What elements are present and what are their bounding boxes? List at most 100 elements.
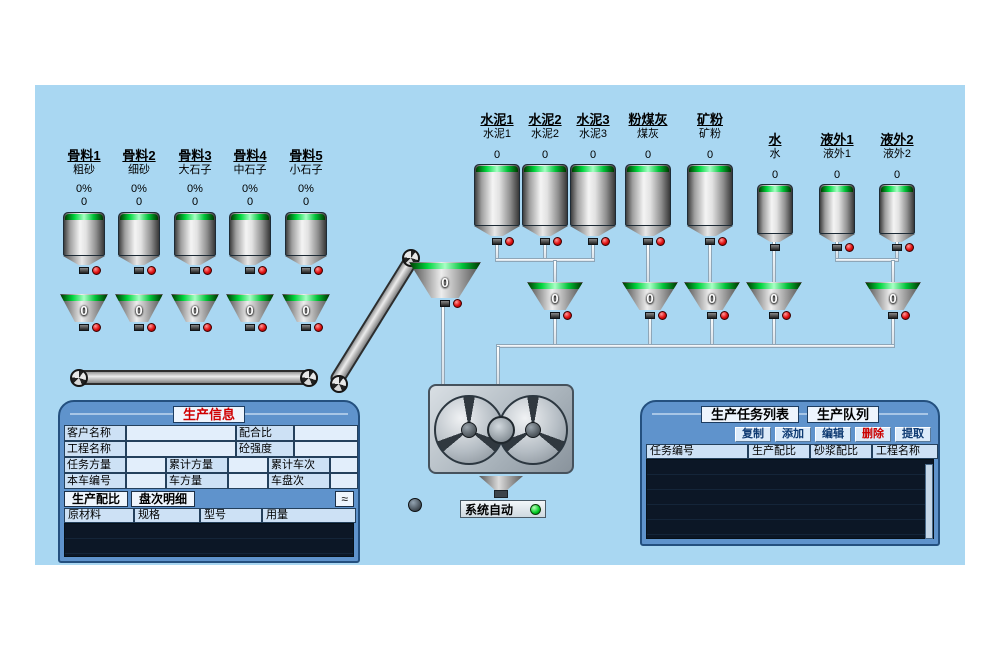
moisture-readout: 0% [76, 183, 92, 195]
silo-discharge [175, 265, 215, 276]
field-label: 本车编号 [64, 473, 126, 489]
hopper-top-band [283, 295, 329, 301]
mixer [428, 384, 574, 474]
pipe-cement-feed [553, 260, 557, 284]
aggregate-weigh-hopper: 0 [409, 262, 481, 309]
conveyor-roller-left [70, 369, 88, 387]
hopper-discharge [175, 322, 215, 333]
valve-indicator [718, 237, 727, 246]
material-table-body [64, 523, 354, 557]
outlet-gate [707, 312, 717, 319]
column-header: 用量 [262, 508, 356, 523]
task-list-panel: 生产任务列表 生产队列 复制 添加 编辑 删除 提取 任务编号 生产配比 砂浆配… [640, 400, 940, 546]
silo-graphic [118, 212, 160, 256]
silo-title: 骨料2 [122, 148, 156, 163]
field-label: 砼强度 [236, 441, 294, 457]
silo-weight-readout: 0 [771, 169, 779, 181]
outlet-gate [245, 324, 255, 331]
pipe-admix-feed [891, 260, 895, 284]
field-label: 任务方量 [64, 457, 126, 473]
extract-button[interactable]: 提取 [895, 427, 931, 442]
tab-task-list[interactable]: 生产任务列表 [700, 406, 799, 423]
aggregate-unit-4: 骨料4 中石子 0% 0 [222, 148, 278, 276]
silo-cone [174, 256, 216, 265]
hopper-top-band [623, 283, 677, 289]
hopper-graphic: 0 [60, 294, 108, 322]
column-header: 原材料 [64, 508, 134, 523]
tab-batch-detail[interactable]: 盘次明细 [131, 490, 196, 507]
field-value [126, 425, 236, 441]
hopper-weight: 0 [770, 290, 778, 306]
mixer-discharge-gate [494, 490, 508, 498]
silo-discharge [877, 242, 917, 253]
outlet-gate [645, 312, 655, 319]
tab-production-queue[interactable]: 生产队列 [807, 406, 880, 423]
scrollbar[interactable] [925, 464, 933, 539]
silo-graphic [625, 164, 671, 226]
silo-weight-readout: 0 [80, 196, 88, 208]
system-mode-indicator[interactable]: 系统自动 [460, 500, 546, 518]
outlet-gate [832, 244, 842, 251]
silo-level-band [689, 166, 731, 172]
silo-level-band [821, 186, 853, 192]
copy-button[interactable]: 复制 [735, 427, 771, 442]
field-value [330, 457, 358, 473]
hopper-graphic: 0 [746, 282, 802, 310]
silo-discharge [525, 236, 565, 247]
hopper-discharge [286, 322, 326, 333]
silo-graphic [63, 212, 105, 256]
hopper-weight: 0 [302, 302, 310, 318]
field-label: 车方量 [166, 473, 228, 489]
hopper-weight: 0 [80, 302, 88, 318]
valve-indicator [505, 237, 514, 246]
moisture-readout: 0% [187, 183, 203, 195]
silo-material: 水泥3 [578, 128, 608, 140]
hopper-top-band [61, 295, 107, 301]
field-label: 车盘次 [268, 473, 330, 489]
moisture-readout: 0% [242, 183, 258, 195]
silo-title: 液外2 [880, 132, 914, 147]
silo-cone [63, 256, 105, 265]
incline-roller-bottom [330, 375, 348, 393]
column-header: 工程名称 [872, 444, 938, 459]
outlet-gate [643, 238, 653, 245]
outlet-gate [770, 244, 780, 251]
pipe-aggregate-drop [441, 302, 445, 386]
edit-button[interactable]: 编辑 [815, 427, 851, 442]
outlet-gate [79, 324, 89, 331]
silo-material: 小石子 [289, 164, 323, 176]
silo-graphic [174, 212, 216, 256]
outlet-gate [540, 238, 550, 245]
silo-level-band [176, 214, 214, 220]
field-value [330, 473, 358, 489]
valve-indicator [92, 323, 101, 332]
silo-discharge [230, 265, 270, 276]
tab-production-ratio[interactable]: 生产配比 [64, 490, 129, 507]
silo-material: 水 [769, 148, 781, 160]
valve-indicator [563, 311, 572, 320]
silo-discharge [755, 242, 795, 253]
flyash-weigh-hopper: 0 [622, 282, 678, 321]
valve-indicator [92, 266, 101, 275]
silo-title: 矿粉 [696, 112, 723, 127]
silo-level-band [881, 186, 913, 192]
cement-silo-2: 水泥2 水泥2 0 [515, 112, 575, 247]
field-label: 客户名称 [64, 425, 126, 441]
add-button[interactable]: 添加 [775, 427, 811, 442]
silo-title: 骨料3 [178, 148, 212, 163]
hopper-top-band [528, 283, 582, 289]
hopper-graphic: 0 [171, 294, 219, 322]
silo-material: 细砂 [128, 164, 150, 176]
outlet-gate [190, 324, 200, 331]
water-tank: 水 水 0 [750, 132, 800, 253]
valve-indicator [656, 237, 665, 246]
collapse-icon[interactable]: ≈ [335, 490, 354, 507]
outlet-gate [892, 244, 902, 251]
valve-indicator [147, 266, 156, 275]
delete-button[interactable]: 删除 [855, 427, 891, 442]
silo-level-band [572, 166, 614, 172]
valve-indicator [720, 311, 729, 320]
silo-cone [570, 226, 616, 236]
pump-icon [408, 498, 422, 512]
valve-indicator [314, 323, 323, 332]
